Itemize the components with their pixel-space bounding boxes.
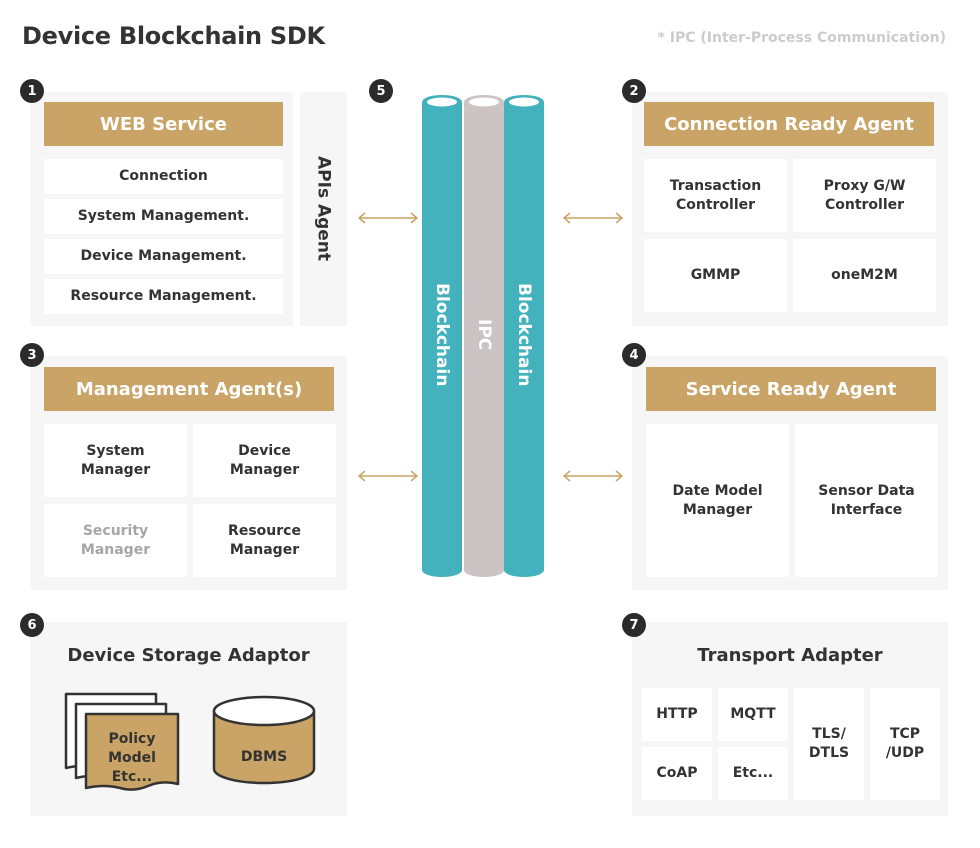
cell-sensor-data-interface: Sensor Data Interface: [795, 424, 938, 577]
web-service-header: WEB Service: [44, 102, 283, 146]
transport-title: Transport Adapter: [697, 645, 883, 666]
service-agent-header: Service Ready Agent: [646, 367, 936, 411]
apis-agent-panel: APIs Agent: [300, 92, 347, 326]
cell-etc: Etc...: [718, 747, 788, 800]
cell-system-manager: System Manager: [44, 424, 187, 497]
page-title: Device Blockchain SDK: [22, 22, 325, 50]
badge-3: 3: [20, 343, 44, 367]
blockchain-pipes: [422, 95, 544, 577]
cell-security-manager: Security Manager: [44, 504, 187, 577]
cell-http: HTTP: [642, 688, 712, 741]
documents-label: Policy Model Etc...: [108, 731, 156, 785]
documents-icon: [64, 692, 180, 791]
arrow-right-top: [562, 212, 624, 224]
pipe-middle-label: IPC: [474, 319, 494, 351]
cell-gmmp: GMMP: [644, 239, 787, 312]
web-item-system-management: System Management.: [44, 199, 283, 234]
pipe-right-label: Blockchain: [514, 283, 534, 387]
cell-mqtt: MQTT: [718, 688, 788, 741]
cell-tls-dtls: TLS/ DTLS: [794, 688, 864, 800]
cell-transaction-controller: Transaction Controller: [644, 159, 787, 232]
cell-device-manager: Device Manager: [193, 424, 336, 497]
cell-proxy-gw-controller: Proxy G/W Controller: [793, 159, 936, 232]
badge-4: 4: [622, 343, 646, 367]
cell-onem2m: oneM2M: [793, 239, 936, 312]
arrow-left-top: [357, 212, 419, 224]
badge-7: 7: [622, 613, 646, 637]
cell-resource-manager: Resource Manager: [193, 504, 336, 577]
badge-2: 2: [622, 79, 646, 103]
apis-agent-label: APIs Agent: [313, 156, 334, 262]
database-icon: [212, 695, 316, 785]
cell-date-model-manager: Date Model Manager: [646, 424, 789, 577]
web-item-connection: Connection: [44, 159, 283, 194]
database-label: DBMS: [240, 749, 288, 765]
badge-5: 5: [369, 79, 393, 103]
web-item-resource-management: Resource Management.: [44, 279, 283, 314]
storage-title: Device Storage Adaptor: [67, 645, 310, 666]
management-agent-header: Management Agent(s): [44, 367, 334, 411]
pipe-left-label: Blockchain: [432, 283, 452, 387]
arrow-right-bottom: [562, 470, 624, 482]
cell-coap: CoAP: [642, 747, 712, 800]
web-item-device-management: Device Management.: [44, 239, 283, 274]
badge-1: 1: [20, 79, 44, 103]
arrow-left-bottom: [357, 470, 419, 482]
connection-agent-header: Connection Ready Agent: [644, 102, 934, 146]
ipc-footnote: * IPC (Inter-Process Communication): [657, 30, 946, 46]
cell-tcp-udp: TCP /UDP: [870, 688, 940, 800]
badge-6: 6: [20, 613, 44, 637]
